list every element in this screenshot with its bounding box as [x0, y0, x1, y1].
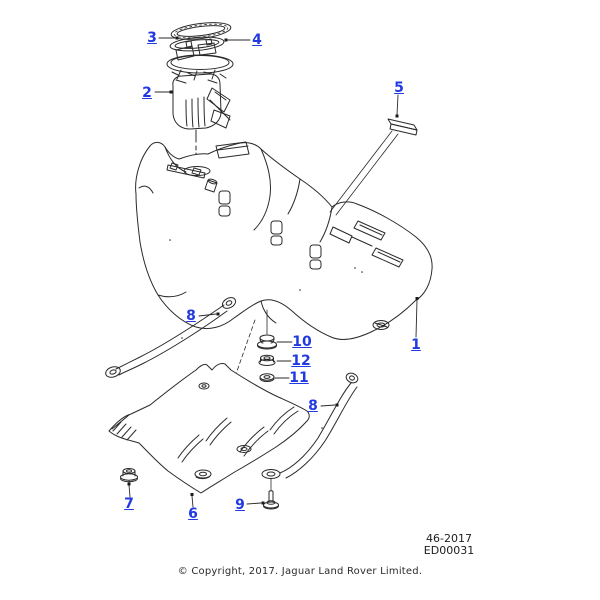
bolt-drawing — [263, 490, 279, 510]
strap-left-drawing — [105, 297, 237, 378]
doc-reference: 46-2017 ED00031 — [407, 533, 491, 556]
callout-10[interactable]: 10 — [292, 334, 312, 350]
heat-shield-drawing — [108, 363, 310, 494]
leader-dots — [127, 36, 419, 505]
callout-11[interactable]: 11 — [289, 370, 309, 386]
callout-6[interactable]: 6 — [188, 506, 198, 522]
strap-right-drawing — [261, 372, 359, 492]
fuel-tank-drawing — [135, 141, 433, 340]
nut-drawing — [120, 468, 138, 487]
callout-4[interactable]: 4 — [252, 32, 262, 48]
pad-drawing — [329, 118, 418, 216]
seal-ring-drawing — [169, 36, 225, 52]
callout-2[interactable]: 2 — [142, 85, 152, 101]
locking-ring-drawing — [170, 22, 232, 40]
callout-3[interactable]: 3 — [147, 30, 157, 46]
callout-7[interactable]: 7 — [124, 496, 134, 512]
fuel-pump-module-drawing — [166, 38, 234, 167]
callout-1[interactable]: 1 — [411, 337, 421, 353]
callout-9[interactable]: 9 — [235, 497, 245, 513]
leader-lines — [127, 36, 419, 508]
callout-8-left[interactable]: 8 — [186, 308, 196, 324]
doc-reference-id: ED00031 — [423, 543, 475, 557]
copyright-notice: © Copyright, 2017. Jaguar Land Rover Lim… — [177, 566, 423, 577]
doc-reference-section: 46-2017 — [426, 532, 472, 545]
callout-8-right[interactable]: 8 — [308, 398, 318, 414]
callout-5[interactable]: 5 — [394, 80, 404, 96]
callout-12[interactable]: 12 — [291, 353, 311, 369]
